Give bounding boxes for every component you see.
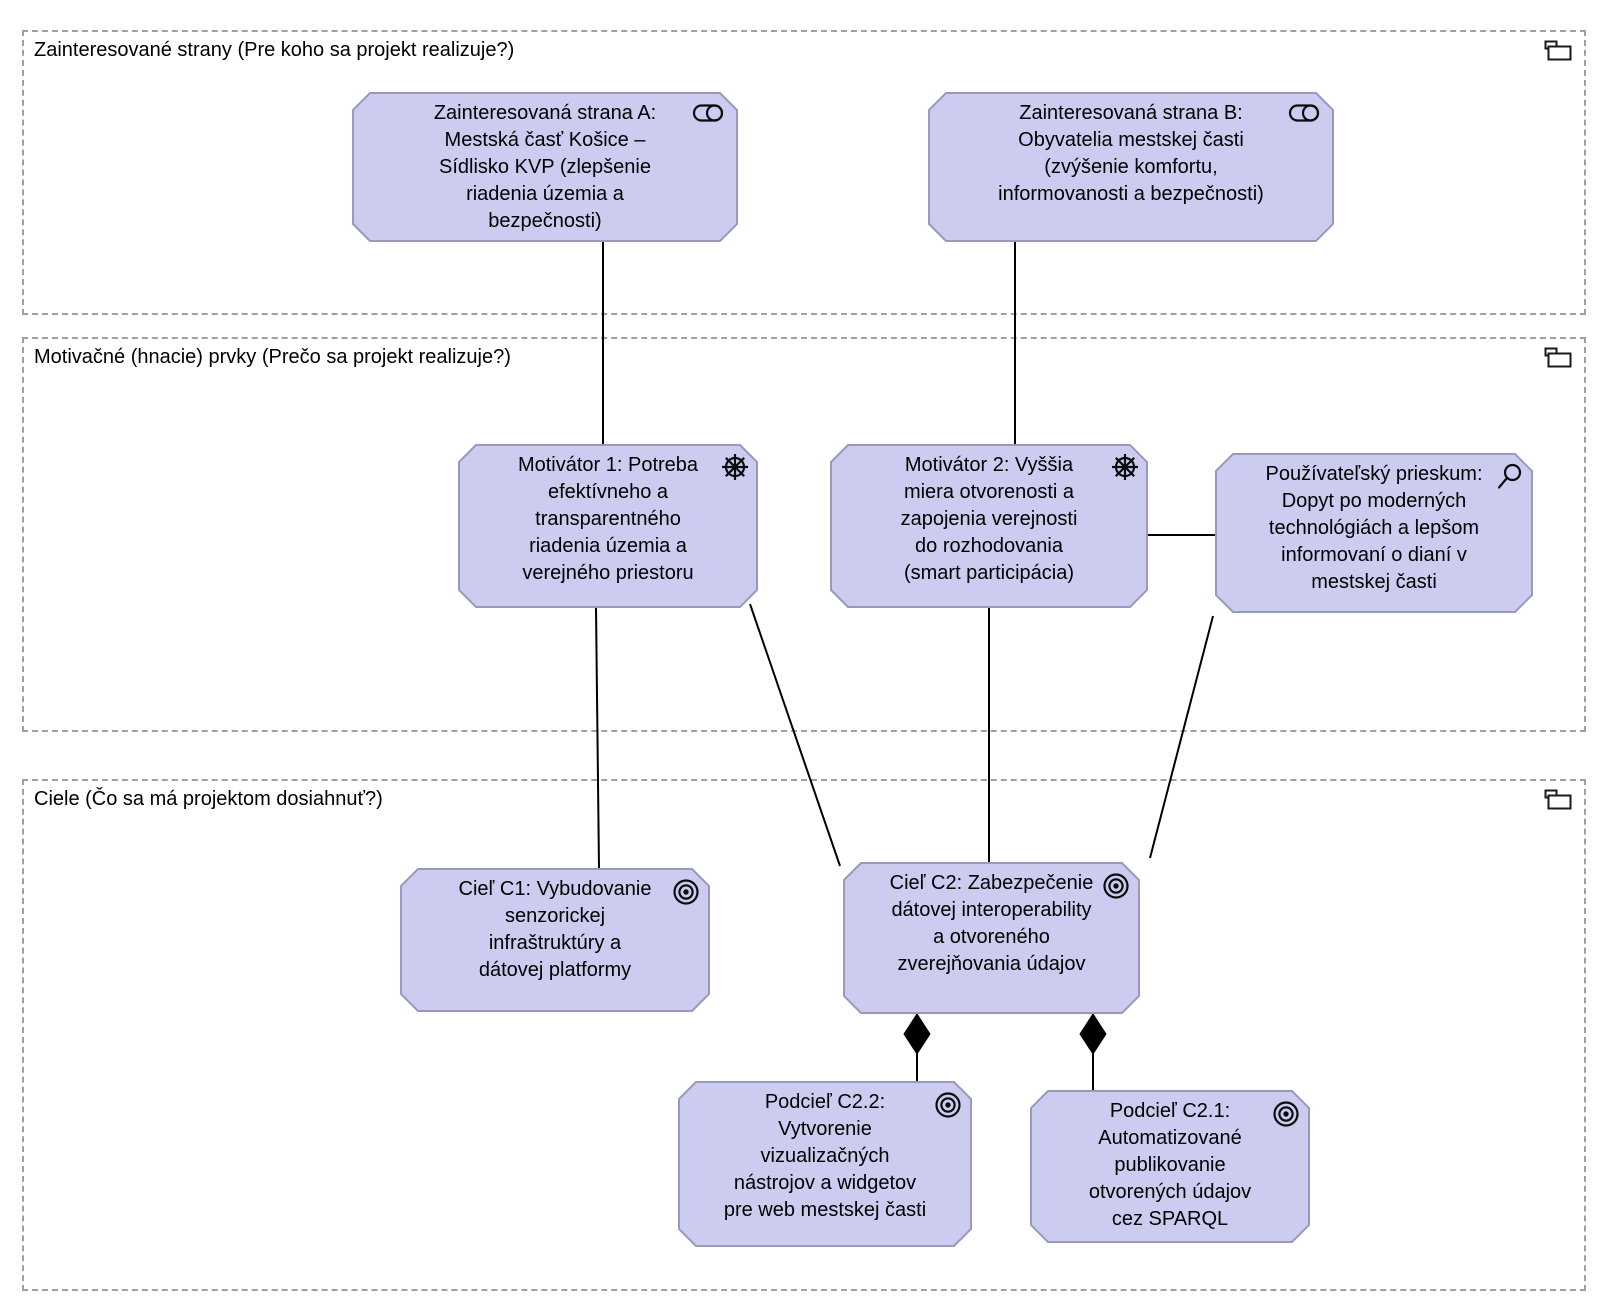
node-label: Cieľ C2: Zabezpečenie dátovej interopera… — [889, 872, 1094, 975]
node-label: Podcieľ C2.2: Vytvorenie vizualizačných … — [723, 1091, 927, 1221]
group-fold-icon — [1544, 40, 1572, 61]
node-label: Podcieľ C2.1: Automatizované publikovani… — [1088, 1100, 1252, 1230]
node-assessment[interactable]: Používateľský prieskum: Dopyt po moderný… — [1215, 453, 1533, 613]
octagon-shape — [830, 444, 1148, 608]
node-label: Cieľ C1: Vybudovanie senzorickej infrašt… — [458, 878, 652, 981]
lane-stakeholders: Zainteresované strany (Pre koho sa proje… — [22, 30, 1586, 315]
node-label: Používateľský prieskum: Dopyt po moderný… — [1265, 463, 1483, 593]
node-driver-1[interactable]: Motivátor 1: Potreba efektívneho a trans… — [458, 444, 758, 608]
composition-diamond — [1079, 1013, 1107, 1055]
octagon-shape — [843, 862, 1140, 1014]
stakeholder-icon — [1288, 104, 1320, 122]
connector-assessment-goalC2 — [1149, 615, 1214, 859]
node-subgoal-c21[interactable]: Podcieľ C2.1: Automatizované publikovani… — [1030, 1090, 1310, 1243]
node-label: Motivátor 1: Potreba efektívneho a trans… — [517, 454, 699, 584]
node-driver-2[interactable]: Motivátor 2: Vyššia miera otvorenosti a … — [830, 444, 1148, 608]
goal-icon — [935, 1092, 961, 1118]
octagon-shape — [1030, 1090, 1310, 1243]
lane-drivers: Motivačné (hnacie) prvky (Prečo sa proje… — [22, 337, 1586, 732]
node-label: Zainteresovaná strana A: Mestská časť Ko… — [433, 102, 657, 232]
node-label: Motivátor 2: Vyššia miera otvorenosti a … — [900, 454, 1078, 584]
composition-diamond — [903, 1013, 931, 1055]
node-stakeholder-b[interactable]: Zainteresovaná strana B: Obyvatelia mest… — [928, 92, 1334, 242]
lane-title: Zainteresované strany (Pre koho sa proje… — [34, 39, 515, 61]
node-label: Zainteresovaná strana B: Obyvatelia mest… — [998, 102, 1264, 205]
stakeholder-icon — [692, 104, 724, 122]
node-stakeholder-a[interactable]: Zainteresovaná strana A: Mestská časť Ko… — [352, 92, 738, 242]
octagon-shape — [458, 444, 758, 608]
connector-driver1-goalC2 — [749, 603, 841, 867]
node-goal-c2[interactable]: Cieľ C2: Zabezpečenie dátovej interopera… — [843, 862, 1140, 1014]
lane-title: Ciele (Čo sa má projektom dosiahnuť?) — [34, 788, 383, 810]
connector-driver1-goalC1 — [595, 607, 600, 869]
goal-icon — [1273, 1101, 1299, 1127]
driver-icon — [1112, 454, 1138, 480]
octagon-shape — [352, 92, 738, 242]
octagon-shape — [1215, 453, 1533, 613]
node-goal-c1[interactable]: Cieľ C1: Vybudovanie senzorickej infrašt… — [400, 868, 710, 1012]
octagon-shape — [678, 1081, 972, 1247]
goal-icon — [1103, 873, 1129, 899]
lane-title: Motivačné (hnacie) prvky (Prečo sa proje… — [34, 346, 511, 368]
octagon-shape — [400, 868, 710, 1012]
lane-goals: Ciele (Čo sa má projektom dosiahnuť?) — [22, 779, 1586, 1291]
group-fold-icon — [1544, 789, 1572, 810]
driver-icon — [722, 454, 748, 480]
node-subgoal-c22[interactable]: Podcieľ C2.2: Vytvorenie vizualizačných … — [678, 1081, 972, 1247]
goal-icon — [673, 879, 699, 905]
group-fold-icon — [1544, 347, 1572, 368]
assessment-icon — [1497, 463, 1522, 489]
octagon-shape — [928, 92, 1334, 242]
